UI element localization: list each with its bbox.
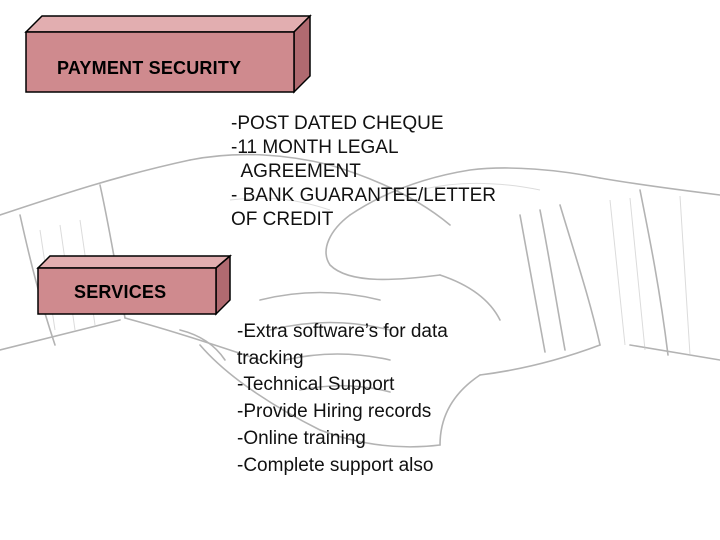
list-item: -Provide Hiring records [237,401,432,423]
services-box: SERVICES [36,254,232,316]
payment-security-box: PAYMENT SECURITY [24,14,312,94]
box-front-face [25,31,295,93]
list-item: tracking [237,347,304,369]
list-item: -POST DATED CHEQUE [231,113,444,134]
box-top-face [36,255,232,269]
payment-security-title: PAYMENT SECURITY [57,58,242,78]
box-front-face [37,267,217,315]
list-item: -11 MONTH LEGAL [231,137,399,158]
payment-security-list: -POST DATED CHEQUE -11 MONTH LEGAL AGREE… [231,112,496,232]
list-item: - BANK GUARANTEE/LETTER [231,185,496,206]
list-item: -Technical Support [237,374,395,396]
box-shape [36,254,232,316]
list-item: -Online training [237,427,366,449]
services-list: -Extra software’s for data tracking -Tec… [237,319,448,479]
box-shape [24,14,312,94]
box-top-face [24,15,312,33]
list-item: OF CREDIT [231,209,334,230]
services-title: SERVICES [74,282,167,302]
list-item: -Complete support also [237,454,434,476]
list-item: -Extra software’s for data [237,321,448,342]
list-item: AGREEMENT [231,161,361,182]
